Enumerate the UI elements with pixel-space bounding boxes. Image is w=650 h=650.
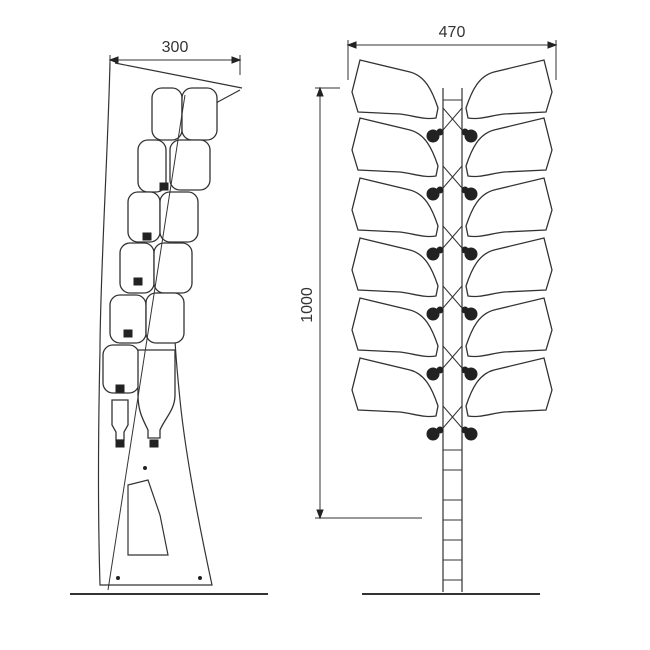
neck-clamp-right-inner [461, 306, 469, 314]
neck-clamp-left [426, 307, 440, 321]
side-width-label: 300 [162, 39, 189, 56]
bottle-left [351, 59, 439, 120]
neck-clamp-left-inner [436, 128, 444, 136]
dimension-height: 1000 [299, 86, 422, 520]
column-brace [442, 165, 463, 189]
neck-clamp-right-inner [461, 186, 469, 194]
bottle-right [465, 357, 553, 418]
front-width-label: 470 [439, 24, 466, 41]
bottle-left [351, 117, 439, 178]
neck-clamp-left [426, 367, 440, 381]
side-view: 300 [70, 39, 268, 595]
neck-clamp-right-inner [461, 426, 469, 434]
neck-clamp-left [426, 427, 440, 441]
side-body-outline [97, 61, 213, 586]
bottle-right [465, 117, 553, 178]
bottle-right [465, 297, 553, 358]
bottle-left [351, 297, 439, 358]
column-brace [442, 345, 463, 369]
neck-clamp-right-inner [461, 366, 469, 374]
bottle-right [465, 177, 553, 238]
neck-clamp-right-inner [461, 128, 469, 136]
neck-clamp-left [426, 187, 440, 201]
bottle-left [351, 237, 439, 298]
front-bottle-rows [351, 59, 553, 441]
neck-clamp-left-inner [436, 426, 444, 434]
side-bottle-necks [115, 182, 169, 448]
neck-clamp-left-inner [436, 246, 444, 254]
column-brace [442, 285, 463, 309]
height-label: 1000 [299, 287, 316, 323]
neck-clamp-right-inner [461, 246, 469, 254]
bottle-right [465, 59, 553, 120]
side-cutout [127, 479, 169, 556]
bottle-left [351, 177, 439, 238]
bottle-left [351, 357, 439, 418]
neck-clamp-left-inner [436, 186, 444, 194]
side-cup-stack [102, 87, 218, 441]
neck-clamp-left [426, 247, 440, 261]
front-view: 470 1000 [299, 24, 558, 595]
column-brace [442, 225, 463, 249]
dimension-front-width: 470 [346, 24, 558, 80]
column-brace [442, 405, 463, 429]
neck-clamp-left-inner [436, 306, 444, 314]
column-brace [442, 107, 463, 131]
bottle-right [465, 237, 553, 298]
front-central-column [442, 88, 463, 592]
neck-clamp-left-inner [436, 366, 444, 374]
neck-clamp-left [426, 129, 440, 143]
dimension-side-width: 300 [108, 39, 242, 75]
